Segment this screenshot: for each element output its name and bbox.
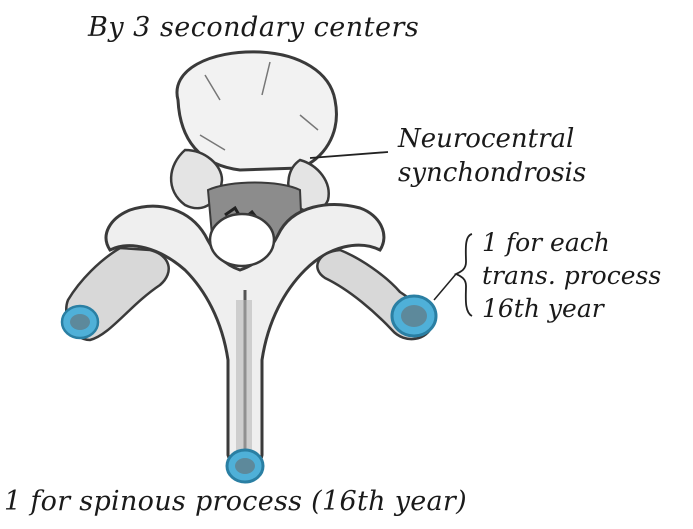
neurocentral-label: Neurocentral synchondrosis bbox=[398, 122, 586, 190]
transverse-leader-line bbox=[434, 274, 456, 300]
vertebral-foramen bbox=[210, 214, 274, 266]
transverse-label-line-2: trans. process bbox=[482, 259, 661, 292]
neurocentral-label-line-1: Neurocentral bbox=[398, 122, 586, 156]
right-ossification-center bbox=[392, 296, 436, 336]
spinous-shade bbox=[236, 300, 252, 455]
spinous-ossification-center bbox=[227, 450, 263, 482]
left-ossification-center bbox=[62, 306, 98, 338]
transverse-label-line-1: 1 for each bbox=[482, 226, 661, 259]
neurocentral-label-line-2: synchondrosis bbox=[398, 156, 586, 190]
transverse-label-line-3: 16th year bbox=[482, 292, 661, 325]
transverse-process-label: 1 for each trans. process 16th year bbox=[482, 226, 661, 325]
transverse-brace bbox=[456, 234, 472, 316]
spinous-process-label: 1 for spinous process (16th year) bbox=[4, 486, 467, 517]
figure-title: By 3 secondary centers bbox=[88, 12, 419, 43]
